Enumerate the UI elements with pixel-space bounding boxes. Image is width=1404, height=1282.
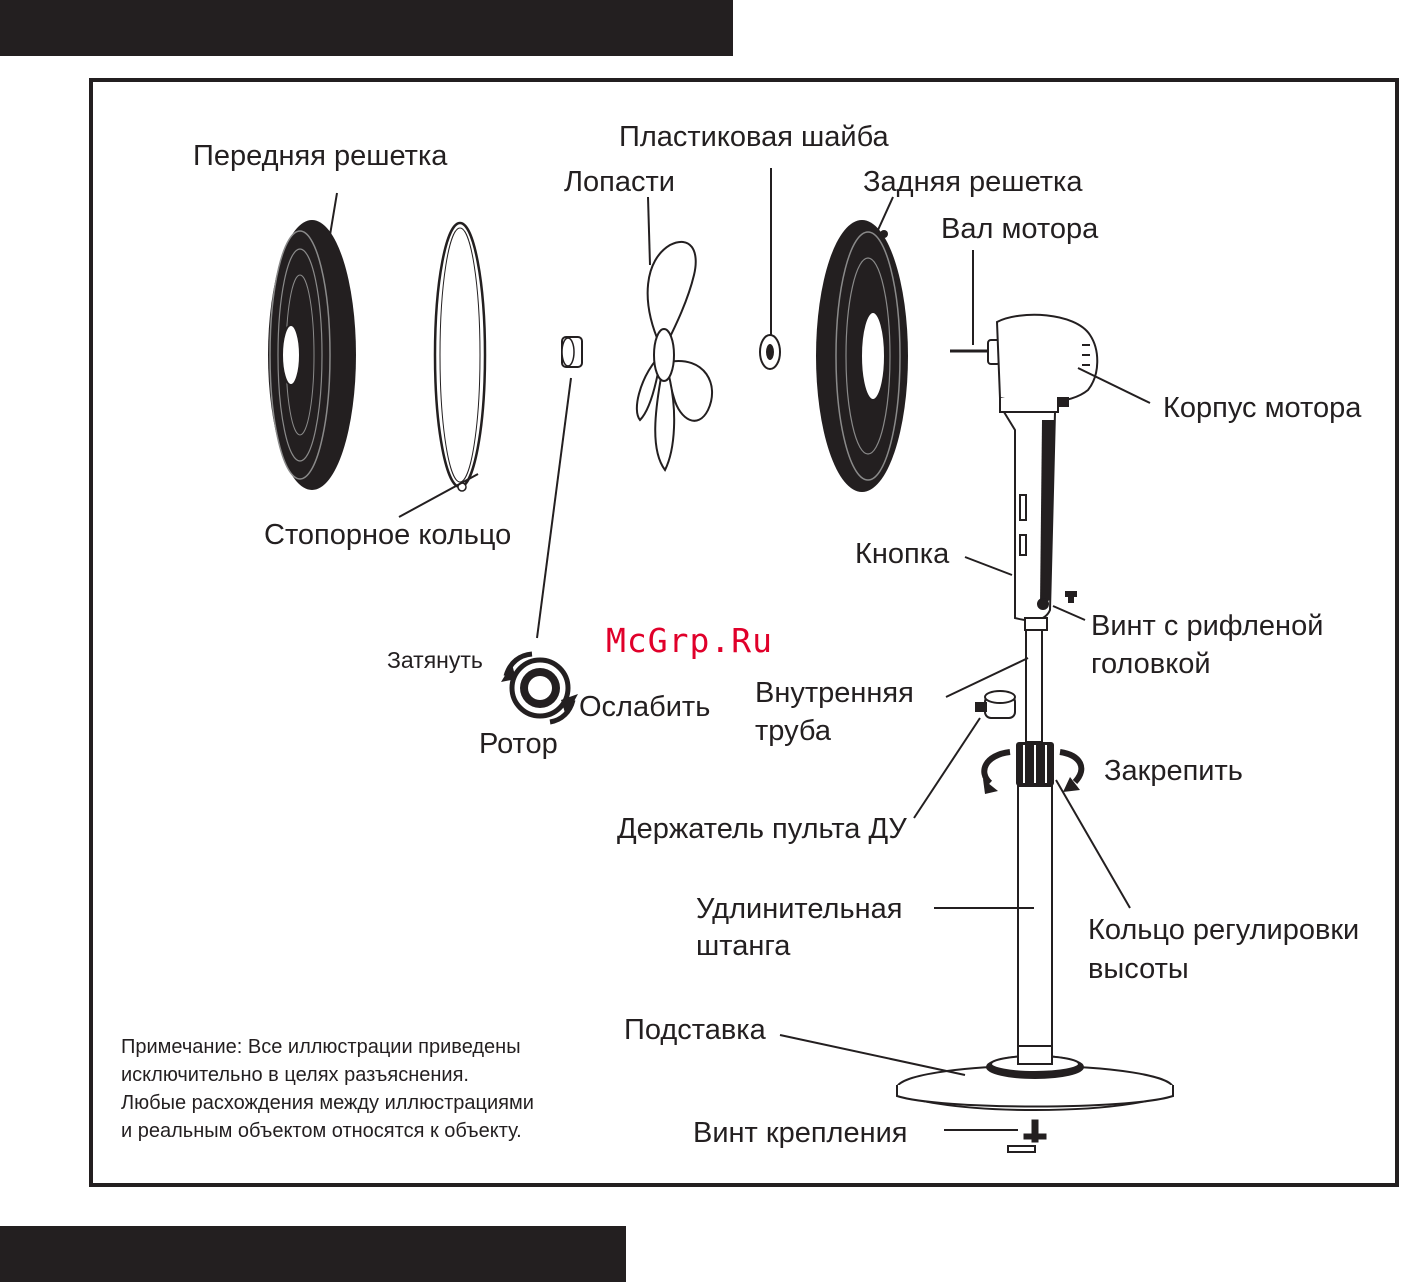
header-bar <box>0 0 733 56</box>
disclaimer-note: Примечание: Все иллюстрации приведены ис… <box>121 1033 534 1145</box>
label-locking-ring: Стопорное кольцо <box>264 519 512 551</box>
note-line-2: исключительно в целях разъяснения. <box>121 1064 469 1086</box>
label-plastic-washer: Пластиковая шайба <box>619 121 889 153</box>
label-knurled-screw-line1: Винт с рифленой <box>1091 610 1324 642</box>
label-extension-rod-line1: Удлинительная <box>696 893 903 925</box>
base-drawing <box>896 1045 1174 1111</box>
fix-arrow-right-head <box>1063 777 1080 792</box>
rotor-knob-drawing <box>501 651 578 725</box>
rotor-nut-drawing <box>561 336 583 368</box>
label-blades: Лопасти <box>564 166 675 198</box>
label-height-ring-line1: Кольцо регулировки <box>1088 914 1360 946</box>
label-rotor: Ротор <box>479 728 558 760</box>
label-base: Подставка <box>624 1014 766 1046</box>
label-remote-holder: Держатель пульта ДУ <box>617 813 907 845</box>
locking-ring-drawing <box>433 221 487 492</box>
note-line-1: Примечание: Все иллюстрации приведены <box>121 1036 521 1058</box>
label-front-grille: Передняя решетка <box>193 140 448 172</box>
label-rear-grille: Задняя решетка <box>863 166 1083 198</box>
height-ring-drawing <box>1016 742 1054 786</box>
label-inner-tube-line1: Внутренняя <box>755 677 914 709</box>
label-motor-housing: Корпус мотора <box>1163 392 1362 424</box>
fix-rotation-arrows <box>981 749 1085 786</box>
label-knurled-screw-line2: головкой <box>1091 648 1211 680</box>
mount-screw-drawing <box>1007 1119 1047 1153</box>
remote-holder-drawing <box>975 690 1016 719</box>
blades-drawing <box>635 240 713 472</box>
inner-tube-drawing <box>1025 629 1043 743</box>
motor-drawing <box>950 313 1099 413</box>
front-grille-drawing <box>268 220 356 490</box>
plastic-washer-drawing <box>759 334 781 370</box>
fix-arrow-left-head <box>983 779 998 794</box>
label-motor-shaft: Вал мотора <box>941 213 1099 245</box>
rear-grille-drawing <box>816 220 908 492</box>
label-loosen: Ослабить <box>579 691 711 723</box>
label-inner-tube-line2: труба <box>755 715 831 747</box>
label-fix: Закрепить <box>1104 755 1243 787</box>
label-extension-rod-line2: штанга <box>696 930 791 962</box>
label-tighten: Затянуть <box>387 647 483 673</box>
diagram-frame <box>89 78 1399 1187</box>
leader-lines <box>329 168 1151 1131</box>
extension-rod-drawing <box>1017 785 1053 1047</box>
control-column-drawing <box>1002 411 1077 631</box>
label-mount-screw: Винт крепления <box>693 1117 908 1149</box>
footer-bar <box>0 1226 626 1282</box>
note-line-4: и реальным объектом относятся к объекту. <box>121 1120 522 1142</box>
watermark: McGrp.Ru <box>606 621 773 660</box>
label-button: Кнопка <box>855 538 950 570</box>
label-height-ring-line2: высоты <box>1088 953 1189 985</box>
note-line-3: Любые расхождения между иллюстрациями <box>121 1092 534 1114</box>
